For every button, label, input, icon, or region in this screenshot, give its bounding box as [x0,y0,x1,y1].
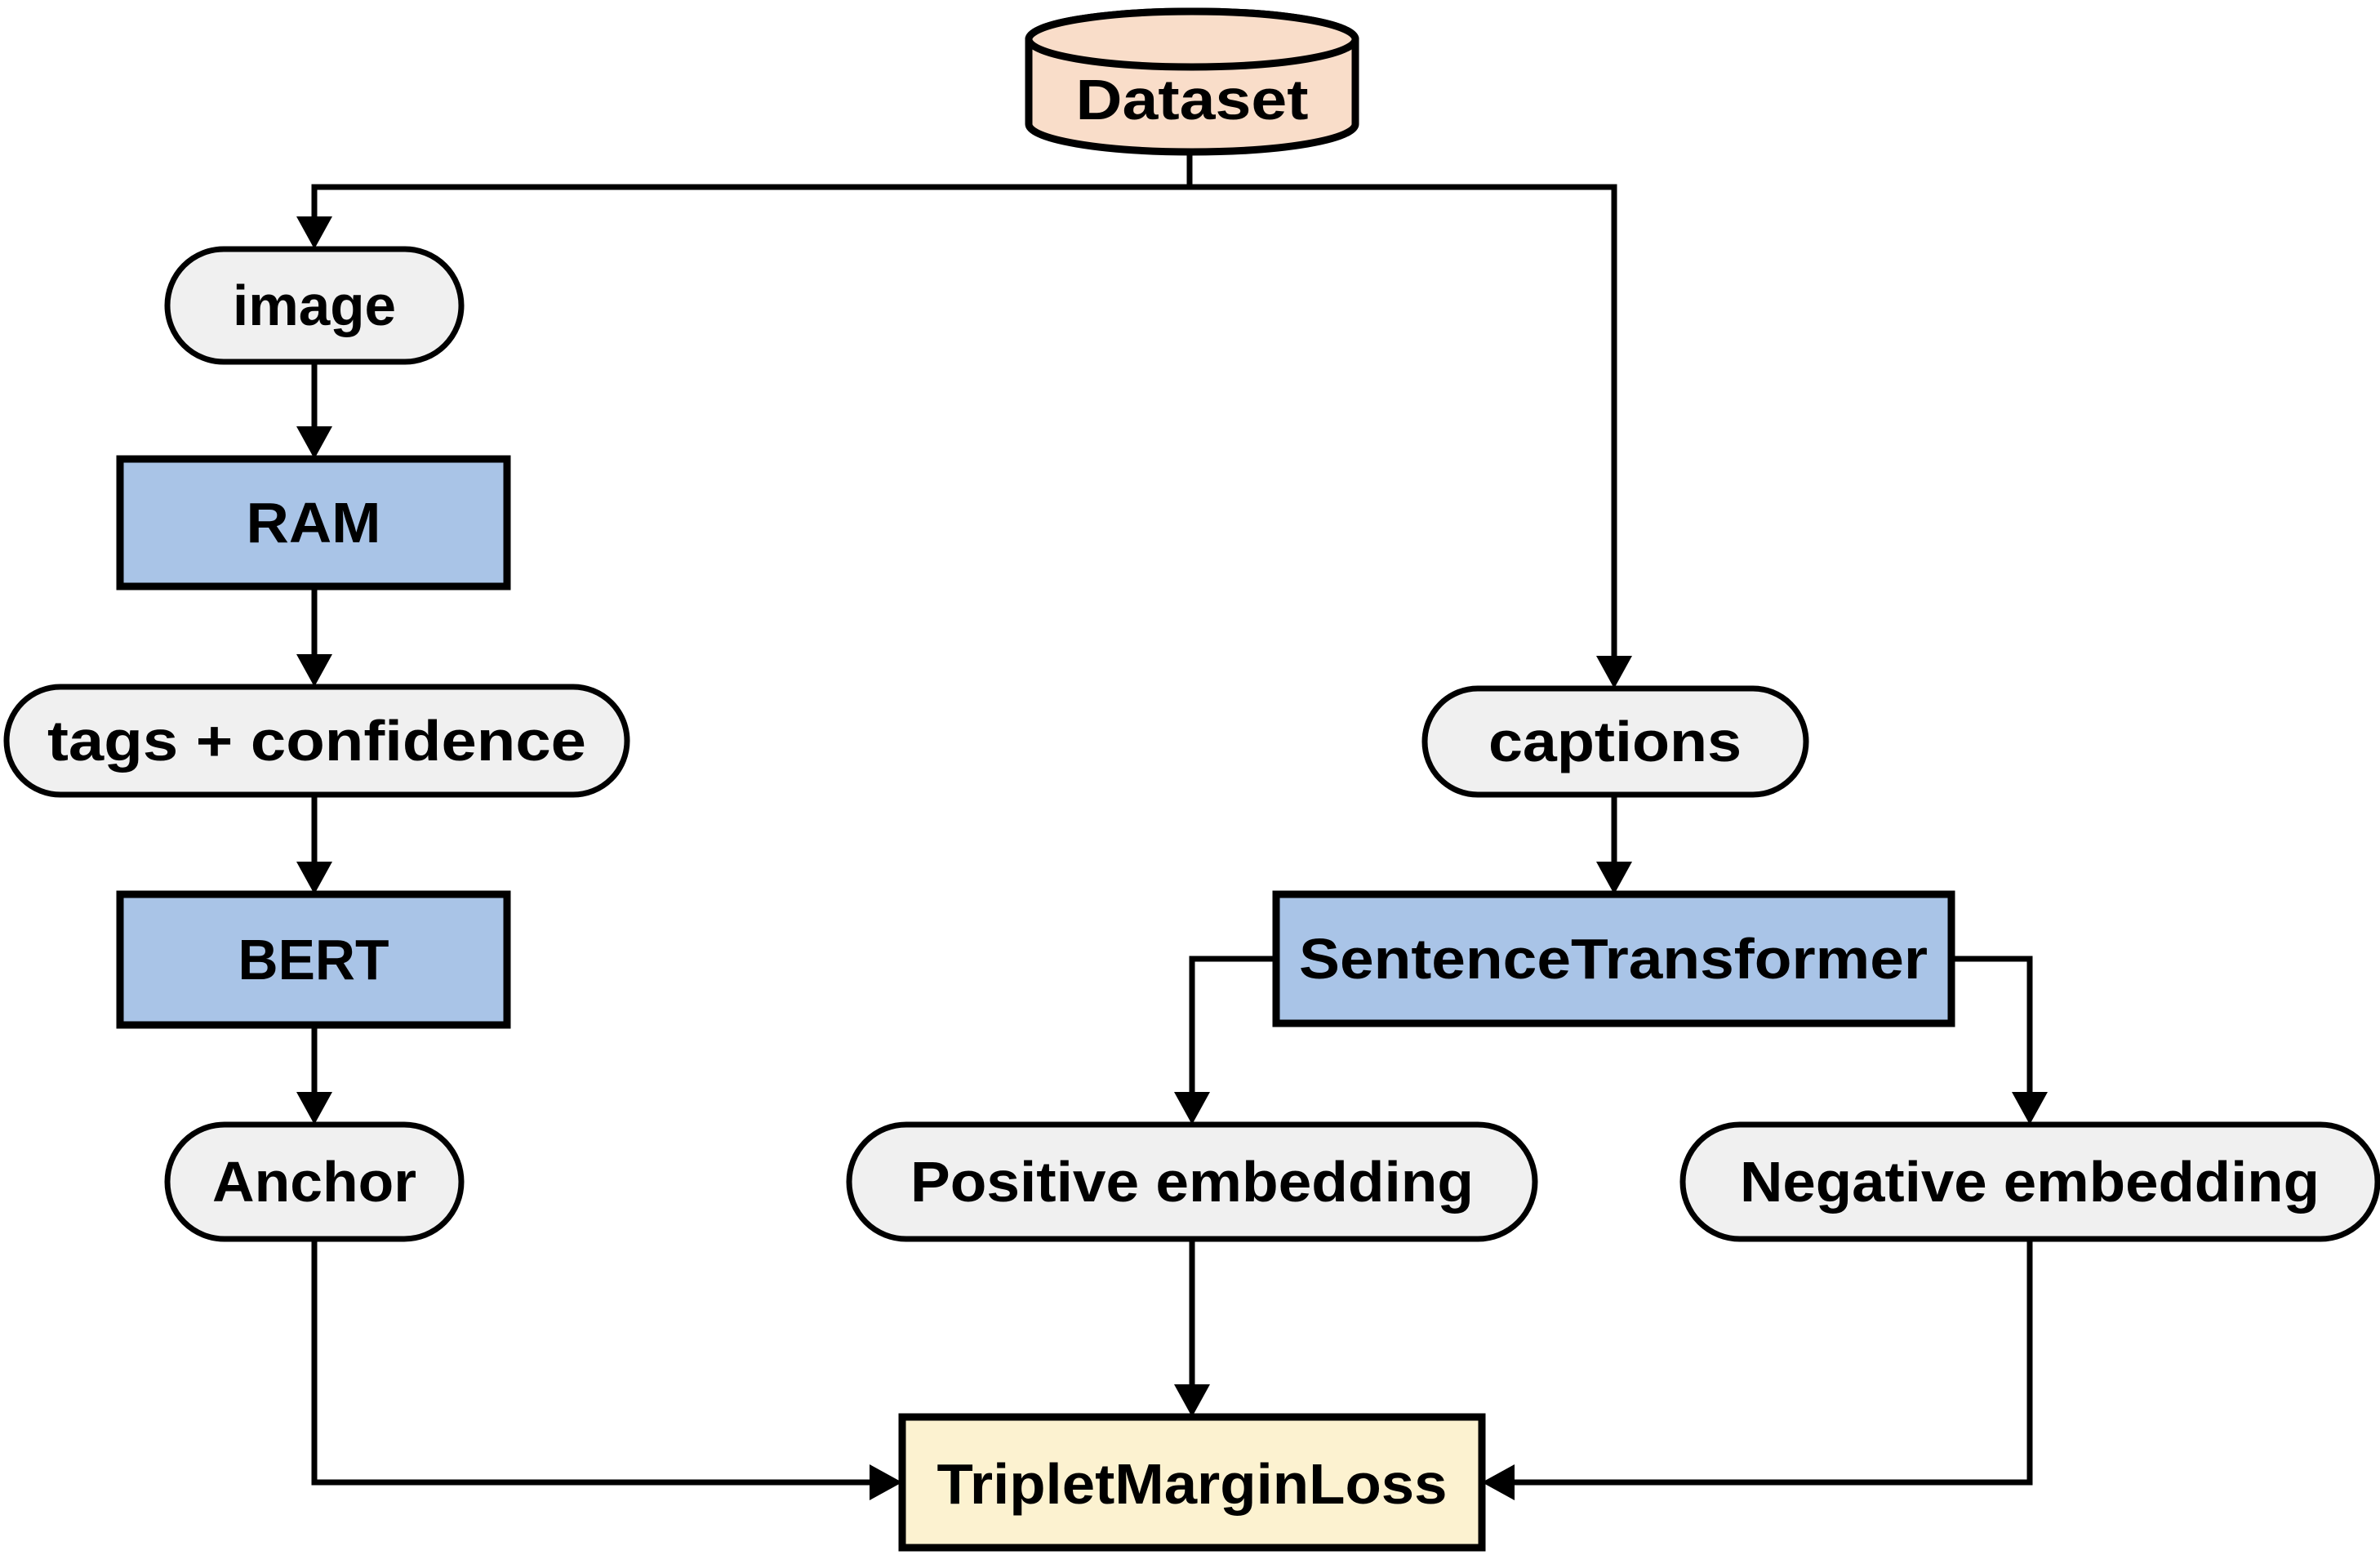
sentence-transformer-label: SentenceTransformer [1299,927,1928,991]
dataset-cylinder-rim [1025,7,1359,71]
arrowhead-into-bert [296,862,332,894]
bert-box [116,890,511,1029]
edge-sentencetransformer-positive [1189,956,1276,1092]
node-ram: RAM [116,455,511,590]
dataset-label: Dataset [1076,68,1309,131]
node-sentence-transformer: SentenceTransformer [1272,890,1955,1027]
arrowhead-into-tags [296,654,332,687]
captions-pill [1421,685,1809,798]
image-label: image [233,274,396,337]
node-anchor: Anchor [164,1121,465,1242]
ram-label: RAM [247,491,381,555]
tags-confidence-pill [3,684,630,798]
bert-label: BERT [238,928,389,991]
arrowhead-into-negative [2012,1092,2048,1125]
arrowhead-into-anchor [296,1092,332,1125]
node-tags-confidence: tags + confidence [3,684,630,798]
image-pill [164,246,465,365]
node-image: image [164,246,465,365]
node-dataset: Dataset [1025,7,1359,156]
captions-label: captions [1488,710,1742,773]
node-captions: captions [1421,685,1809,798]
anchor-label: Anchor [212,1150,416,1214]
edge-dataset-captions [1190,184,1617,656]
triplet-margin-loss-label: TripletMarginLoss [937,1452,1448,1516]
edge-negative-loss [1515,1239,2033,1486]
node-triplet-margin-loss: TripletMarginLoss [898,1413,1486,1552]
node-positive-embedding: Positive embedding [846,1121,1538,1242]
node-bert: BERT [116,890,511,1029]
node-negative-embedding: Negative embedding [1679,1121,2380,1242]
arrowhead-into-sentencetransformer [1596,862,1632,894]
anchor-pill [164,1121,465,1242]
arrowhead-left-into-loss [870,1464,902,1500]
edge-dataset-image [311,152,1193,217]
arrowhead-into-ram [296,426,332,459]
triplet-margin-loss-box [898,1413,1486,1552]
positive-embedding-pill [846,1121,1538,1242]
negative-embedding-label: Negative embedding [1740,1150,2320,1214]
ram-box [116,455,511,590]
tags-confidence-label: tags + confidence [47,709,586,773]
positive-embedding-label: Positive embedding [910,1150,1474,1214]
negative-embedding-pill [1679,1121,2380,1242]
arrowhead-top-into-loss [1174,1384,1210,1417]
edge-sentencetransformer-negative [1951,956,2033,1092]
arrowhead-into-captions [1596,656,1632,688]
sentence-transformer-box [1272,890,1955,1027]
arrowhead-right-into-loss [1482,1464,1515,1500]
arrowhead-into-image [296,216,332,249]
arrowhead-into-positive [1174,1092,1210,1125]
edge-anchor-loss [311,1239,870,1486]
edges [296,152,2048,1500]
